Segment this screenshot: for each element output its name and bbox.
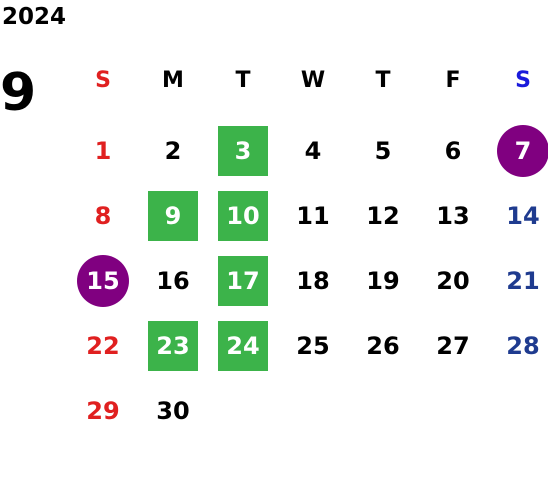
- day-number: 21: [506, 266, 540, 295]
- day-number: 28: [506, 331, 540, 360]
- day-cell[interactable]: 11: [278, 183, 348, 248]
- weekday-label: W: [300, 68, 326, 93]
- day-cell[interactable]: 26: [348, 313, 418, 378]
- weekday-label: S: [95, 68, 111, 93]
- day-number: 26: [366, 331, 400, 360]
- day-cell[interactable]: 19: [348, 248, 418, 313]
- day-cell[interactable]: 21: [488, 248, 548, 313]
- day-number: 2: [164, 136, 182, 165]
- day-number: 14: [506, 201, 540, 230]
- day-cell-highlighted[interactable]: 23: [138, 313, 208, 378]
- day-cell[interactable]: 25: [278, 313, 348, 378]
- day-cell[interactable]: 30: [138, 378, 208, 443]
- day-number: 20: [436, 266, 470, 295]
- day-cell-highlighted[interactable]: 24: [208, 313, 278, 378]
- day-number: 27: [436, 331, 470, 360]
- day-cell[interactable]: 12: [348, 183, 418, 248]
- day-number: 24: [218, 320, 268, 371]
- day-cell[interactable]: 1: [68, 118, 138, 183]
- day-cell-circled[interactable]: 7: [488, 118, 548, 183]
- weekday-header: S: [68, 48, 138, 113]
- day-number: 4: [304, 136, 322, 165]
- day-number: 1: [94, 136, 112, 165]
- day-cell-highlighted[interactable]: 10: [208, 183, 278, 248]
- weekday-header: M: [138, 48, 208, 113]
- day-number: 13: [436, 201, 470, 230]
- day-cell[interactable]: 2: [138, 118, 208, 183]
- day-cell[interactable]: 27: [418, 313, 488, 378]
- day-number: 11: [296, 201, 330, 230]
- weekday-header: T: [208, 48, 278, 113]
- day-cell-highlighted[interactable]: 17: [208, 248, 278, 313]
- day-cell[interactable]: 29: [68, 378, 138, 443]
- day-cell[interactable]: 4: [278, 118, 348, 183]
- day-number: 6: [444, 136, 462, 165]
- day-cell[interactable]: 14: [488, 183, 548, 248]
- day-cell-circled[interactable]: 15: [68, 248, 138, 313]
- weekday-label: F: [445, 68, 461, 93]
- day-cell[interactable]: 16: [138, 248, 208, 313]
- day-number: 16: [156, 266, 190, 295]
- year-label: 2024: [2, 4, 67, 30]
- day-number: 8: [94, 201, 112, 230]
- day-number: 25: [296, 331, 330, 360]
- day-number: 30: [156, 396, 190, 425]
- day-number: 17: [218, 255, 268, 306]
- day-number: 18: [296, 266, 330, 295]
- month-number: 9: [0, 63, 37, 123]
- day-cell[interactable]: 18: [278, 248, 348, 313]
- day-number: 9: [148, 190, 198, 241]
- day-number: 3: [218, 125, 268, 176]
- day-cell[interactable]: 20: [418, 248, 488, 313]
- day-cell[interactable]: 22: [68, 313, 138, 378]
- weekday-label: T: [375, 68, 391, 93]
- weekday-label: T: [235, 68, 251, 93]
- day-number: 29: [86, 396, 120, 425]
- day-number: 15: [77, 254, 129, 307]
- day-number: 7: [497, 124, 548, 177]
- weekday-header: W: [278, 48, 348, 113]
- weekday-label: S: [515, 68, 531, 93]
- day-number: 5: [374, 136, 392, 165]
- day-cell[interactable]: 13: [418, 183, 488, 248]
- day-number: 22: [86, 331, 120, 360]
- day-cell-highlighted[interactable]: 9: [138, 183, 208, 248]
- day-cell[interactable]: 8: [68, 183, 138, 248]
- day-number: 23: [148, 320, 198, 371]
- day-cell-highlighted[interactable]: 3: [208, 118, 278, 183]
- day-number: 19: [366, 266, 400, 295]
- weekday-header: T: [348, 48, 418, 113]
- day-number: 12: [366, 201, 400, 230]
- weekday-header: S: [488, 48, 548, 113]
- weekday-header: F: [418, 48, 488, 113]
- day-cell[interactable]: 28: [488, 313, 548, 378]
- day-cell[interactable]: 6: [418, 118, 488, 183]
- day-cell[interactable]: 5: [348, 118, 418, 183]
- weekday-label: M: [162, 68, 184, 93]
- day-number: 10: [218, 190, 268, 241]
